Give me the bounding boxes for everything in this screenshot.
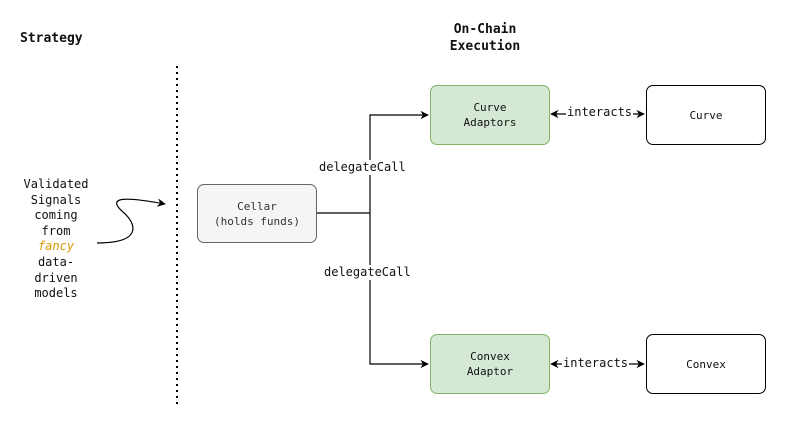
signals-line: Signals xyxy=(30,192,82,207)
validated-signals-text: Validated Signals coming from fancy data… xyxy=(16,177,96,302)
convex-adaptor-node[interactable]: Convex Adaptor xyxy=(430,334,550,394)
convex-node[interactable]: Convex xyxy=(646,334,766,394)
signals-line: driven xyxy=(34,270,78,285)
curve-adaptors-node[interactable]: Curve Adaptors xyxy=(430,85,550,145)
convex-adaptor-line1: Convex xyxy=(470,350,510,363)
cellar-node-title: Cellar xyxy=(237,199,277,213)
curve-adaptors-line1: Curve xyxy=(473,101,507,114)
signals-line: Validated xyxy=(23,177,89,191)
interacts-label-bottom: interacts xyxy=(562,356,630,371)
convex-adaptor-line2: Adaptor xyxy=(466,365,514,378)
strategy-heading: Strategy xyxy=(20,31,83,46)
delegate-call-label-bottom: delegateCall xyxy=(323,265,412,280)
signals-line: data- xyxy=(37,254,75,269)
onchain-heading-line1: On-Chain xyxy=(453,22,517,37)
curve-node-label: Curve xyxy=(689,108,723,122)
convex-node-label: Convex xyxy=(686,357,726,371)
onchain-heading-line2: Execution xyxy=(449,39,521,54)
curve-node[interactable]: Curve xyxy=(646,85,766,145)
delegate-call-edge-top xyxy=(369,110,429,213)
signals-line: coming xyxy=(34,208,78,223)
signals-arrow xyxy=(96,198,166,244)
interacts-label-top: interacts xyxy=(566,105,634,120)
cellar-node[interactable]: Cellar (holds funds) xyxy=(197,184,317,243)
curve-adaptors-line2: Adaptors xyxy=(463,116,517,129)
signals-line: from xyxy=(41,223,71,238)
signals-line: models xyxy=(34,286,78,301)
delegate-call-edge-bottom xyxy=(369,213,429,369)
signals-fancy-highlight: fancy xyxy=(37,239,75,254)
onchain-execution-heading: On-Chain Execution xyxy=(420,21,550,55)
delegate-call-label-top: delegateCall xyxy=(318,160,407,175)
cellar-node-subtitle: (holds funds) xyxy=(213,214,301,228)
